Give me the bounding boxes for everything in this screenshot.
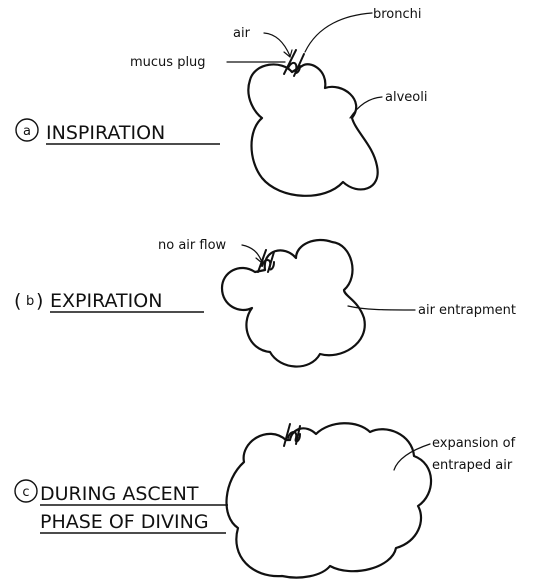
- panel-a-air-label: air: [233, 26, 251, 41]
- panel-a-air-arrow: [264, 33, 290, 56]
- panel-a-alveoli-label: alveoli: [385, 90, 427, 105]
- panel-a: air bronchi mucus plug alveoli a INSPIRA…: [16, 7, 427, 196]
- panel-b-caption: ( b ) EXPIRATION: [14, 290, 204, 312]
- panel-a-caption-text: INSPIRATION: [46, 122, 165, 144]
- panel-c-caption-line1: DURING ASCENT: [40, 483, 199, 505]
- panel-c: expansion of entraped air c DURING ASCEN…: [15, 423, 516, 577]
- panel-c-alveoli-shape: [227, 423, 432, 577]
- panel-a-alveoli-shape: [248, 64, 377, 196]
- panel-c-caption-line2: PHASE OF DIVING: [40, 511, 209, 533]
- panel-b-marker: b: [26, 294, 34, 309]
- panel-a-bronchi-label: bronchi: [373, 7, 422, 22]
- panel-a-mucus-plug-label: mucus plug: [130, 55, 206, 70]
- panel-b-marker-open: (: [14, 290, 21, 312]
- panel-b-air-entrapment-label: air entrapment: [418, 303, 516, 318]
- panel-c-marker: c: [22, 485, 29, 500]
- panel-c-expansion-label-line1: expansion of: [432, 436, 516, 451]
- panel-c-expansion-label-line2: entraped air: [432, 458, 513, 473]
- panel-a-bronchi-leader: [305, 13, 372, 52]
- panel-b-marker-close: ): [36, 290, 43, 312]
- panel-a-caption: a INSPIRATION: [16, 119, 220, 144]
- panel-b-alveoli-shape: [222, 240, 365, 367]
- panel-b-no-air-flow-label: no air flow: [158, 238, 227, 253]
- panel-a-marker: a: [23, 124, 31, 139]
- panel-c-caption: c DURING ASCENT PHASE OF DIVING: [15, 480, 228, 533]
- panel-b-caption-text: EXPIRATION: [50, 290, 162, 312]
- panel-b-no-air-flow-arrow: [242, 245, 262, 262]
- panel-b: no air flow air entrapment ( b ) EXPIRAT…: [14, 238, 516, 367]
